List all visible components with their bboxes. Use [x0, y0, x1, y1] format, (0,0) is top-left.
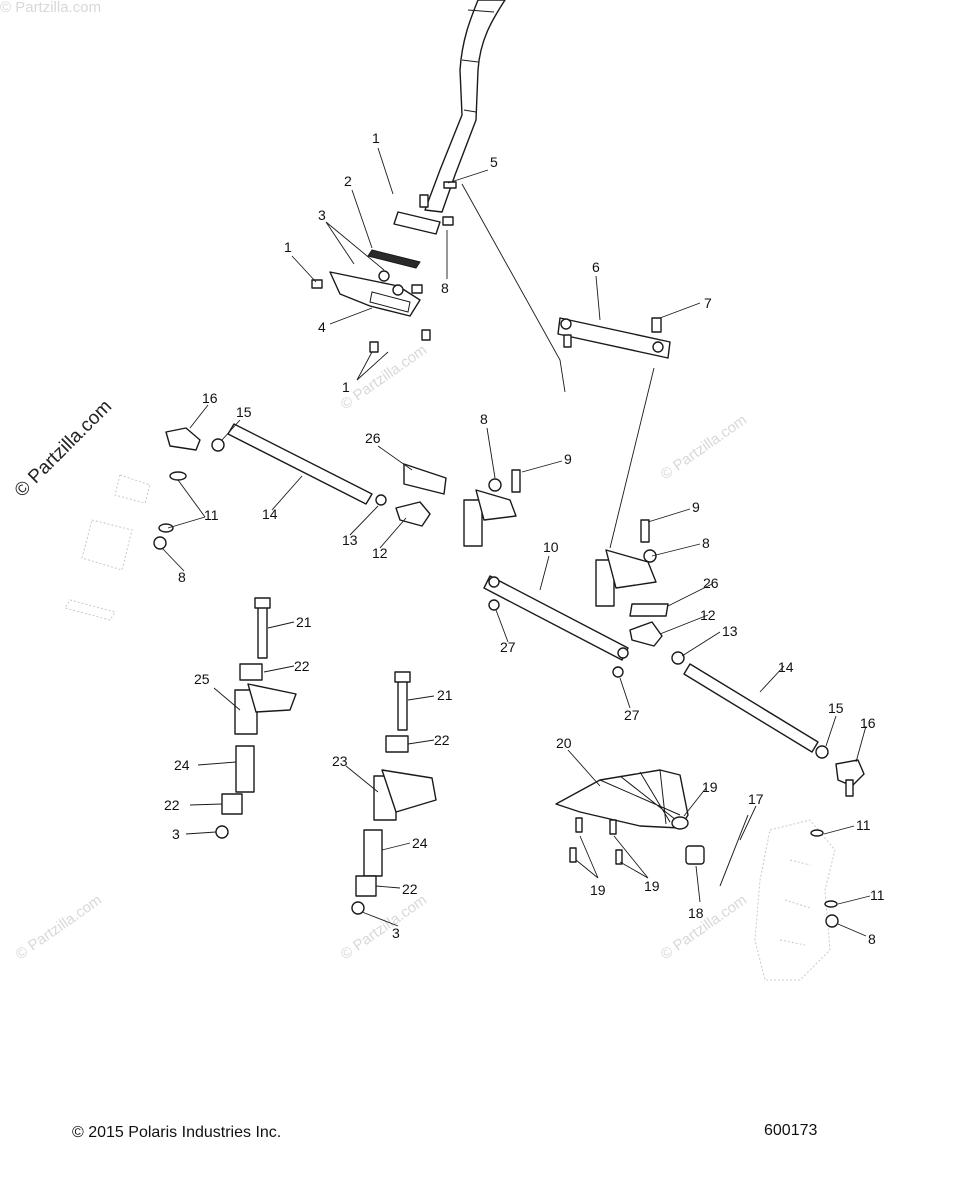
callout-label: 19: [590, 882, 606, 898]
callout-label: 16: [860, 715, 876, 731]
callout-label: 16: [202, 390, 218, 406]
pivot-assembly-left: [215, 597, 297, 839]
callout-label: 24: [412, 835, 428, 851]
callout-label: 11: [856, 817, 871, 833]
callout-label: 22: [294, 658, 310, 674]
callout-label: 3: [318, 207, 326, 223]
tie-rod-left: [153, 423, 447, 550]
leader-lines: [161, 147, 871, 937]
watermark: © Partzilla.com: [11, 396, 116, 501]
callout-label: 19: [644, 878, 660, 894]
callout-label: 18: [688, 905, 704, 921]
callout-label: 21: [296, 614, 312, 630]
callout-label: 26: [365, 430, 381, 446]
tie-rod-right: [629, 603, 865, 797]
callout-label: 23: [332, 753, 348, 769]
callout-label: 17: [748, 791, 764, 807]
ghost-knuckle-right: [754, 819, 836, 981]
callout-label: 12: [700, 607, 716, 623]
callout-label: 22: [434, 732, 450, 748]
callout-label: 11: [204, 507, 219, 523]
callout-label: 6: [592, 259, 600, 275]
watermark: © Partzilla.com: [13, 891, 106, 963]
callout-label: 2: [344, 173, 352, 189]
callout-label: 8: [868, 931, 876, 947]
callout-label: 20: [556, 735, 572, 751]
callout-label: 1: [342, 379, 350, 395]
callout-label: 5: [490, 154, 498, 170]
callout-label: 27: [500, 639, 516, 655]
callout-label: 9: [692, 499, 700, 515]
callout-label: 7: [704, 295, 712, 311]
pivot-assembly-center: [351, 671, 437, 915]
callout-label: 8: [441, 280, 449, 296]
callout-label: 14: [778, 659, 794, 675]
callout-label: 24: [174, 757, 190, 773]
callout-label: 4: [318, 319, 326, 335]
copyright-notice: © 2015 Polaris Industries Inc.: [72, 1124, 282, 1141]
pitman-arm: [557, 317, 671, 359]
watermark: © Partzilla.com: [338, 341, 431, 413]
callout-label: 1: [284, 239, 292, 255]
ghost-frame-left: [64, 474, 151, 621]
watermark: © Partzilla.com: [658, 891, 751, 963]
callout-label: 8: [702, 535, 710, 551]
callout-label: 14: [262, 506, 278, 522]
callout-label: 25: [194, 671, 210, 687]
callout-label: 21: [437, 687, 453, 703]
callout-label: 12: [372, 545, 388, 561]
callout-label: 9: [564, 451, 572, 467]
callout-label: 15: [236, 404, 252, 420]
callout-label: 3: [392, 925, 400, 941]
idler-bracket-left: [463, 469, 521, 547]
diagram-number: 600173: [764, 1122, 818, 1139]
callout-label: 15: [828, 700, 844, 716]
drag-link: [483, 575, 629, 678]
callout-label: 1: [372, 130, 380, 146]
watermark: © Partzilla.com: [658, 411, 751, 483]
callout-label: 27: [624, 707, 640, 723]
callout-label: 10: [543, 539, 559, 555]
watermark: © Partzilla.com: [338, 891, 431, 963]
callout-label: 26: [703, 575, 719, 591]
callout-label: 13: [342, 532, 358, 548]
callout-label: 19: [702, 779, 718, 795]
callout-label: 8: [178, 569, 186, 585]
callout-label: 13: [722, 623, 738, 639]
callout-label: 22: [164, 797, 180, 813]
callout-label: 8: [480, 411, 488, 427]
callout-label: 11: [870, 887, 885, 903]
steering-column: [424, 0, 506, 213]
watermark: © Partzilla.com: [0, 0, 101, 16]
callouts: 1 2 3 1 4 1 5 8 6 7 16 15 14 11 8 26 13 …: [164, 130, 885, 947]
steering-mount-bracket: [311, 181, 457, 353]
idler-bracket-right: [595, 519, 657, 607]
callout-label: 22: [402, 881, 418, 897]
callout-label: 3: [172, 826, 180, 842]
skid-plate: [555, 769, 839, 928]
